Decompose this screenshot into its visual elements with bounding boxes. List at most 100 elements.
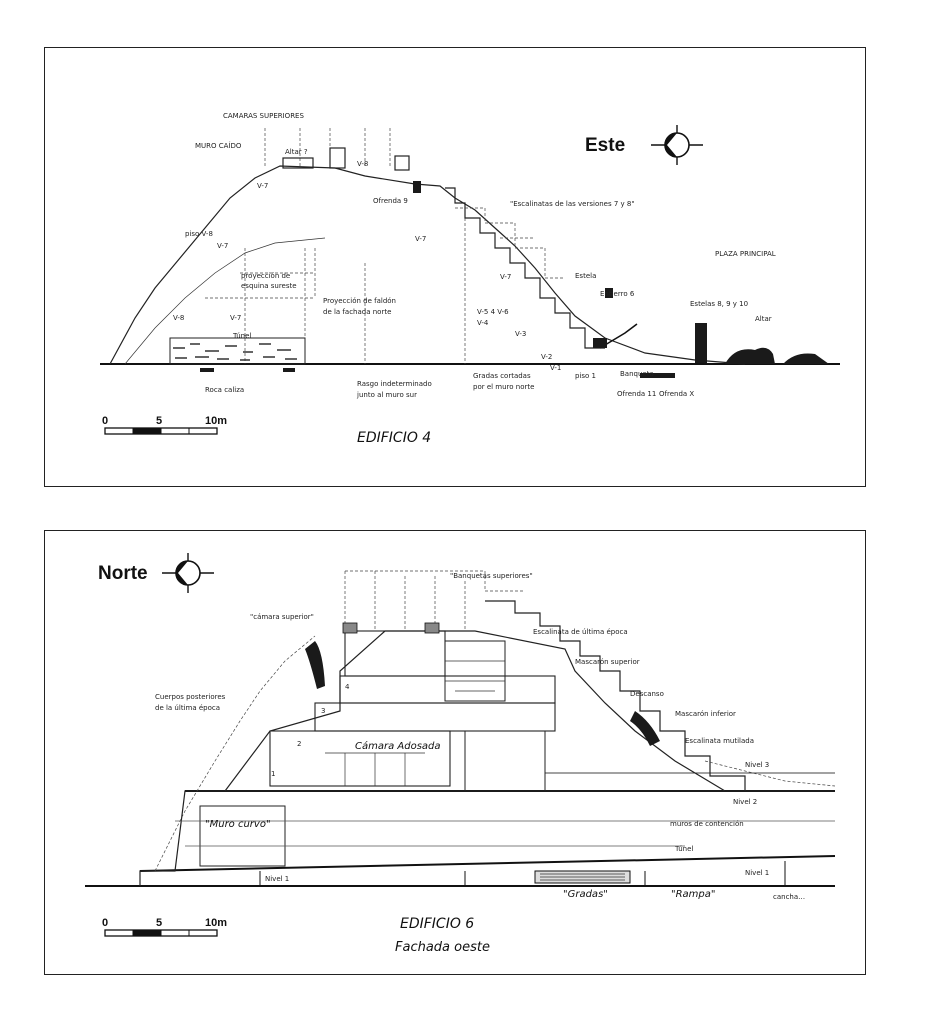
dashed-projections xyxy=(244,218,466,364)
label-proyeccion-esquina-2: esquina sureste xyxy=(241,282,297,290)
compass-arrow-icon xyxy=(162,553,214,593)
label-n3: 3 xyxy=(321,707,325,715)
label-banquetas: "Banquetas superiores" xyxy=(450,572,533,580)
label-proyeccion-faldon-1: Proyección de faldón xyxy=(323,297,396,305)
label-gradas-1: Gradas cortadas xyxy=(473,372,531,380)
label-escalinata: Escalinata de última época xyxy=(533,628,628,636)
lower-stair-body xyxy=(464,730,546,792)
label-rasgo-2: junto al muro sur xyxy=(356,391,417,399)
label-proyeccion-esquina-1: proyección de xyxy=(241,272,290,280)
scale-mid: 5 xyxy=(156,415,162,427)
label-escalinata-mutilada: Escalinata mutilada xyxy=(685,737,754,745)
camara-adosada-grid xyxy=(325,752,425,786)
label-ofrenda9: Ofrenda 9 xyxy=(373,197,408,205)
caption-edificio-6: EDIFICIO 6 xyxy=(400,916,474,932)
label-v2: V-2 xyxy=(541,353,552,361)
label-ofrenda-x: Ofrenda X xyxy=(659,390,694,398)
label-mascaron-inf: Mascarón inferior xyxy=(675,710,736,718)
dashed-esquina xyxy=(205,248,316,299)
label-v4: V-4 xyxy=(477,319,489,327)
roca-mark-2 xyxy=(283,368,295,372)
label-n2: 2 xyxy=(297,740,301,748)
label-nivel3: Nivel 3 xyxy=(745,761,769,769)
label-entierro6: Entierro 6 xyxy=(600,290,635,298)
label-v7-left: V-7 xyxy=(217,242,228,250)
label-tunel: Túnel xyxy=(674,845,693,853)
label-v7-mid: V-7 xyxy=(415,235,426,243)
escalinata-mutilada-dash xyxy=(704,760,836,787)
label-v7-right: V-7 xyxy=(500,273,511,281)
caption-edificio-4: EDIFICIO 4 xyxy=(357,430,431,446)
label-norte: Norte xyxy=(98,563,148,584)
label-banqueta: Banqueta xyxy=(620,370,654,378)
label-piso-v8: piso V-8 xyxy=(185,230,213,238)
label-nivel1-right: Nivel 1 xyxy=(745,869,769,877)
stair-steps xyxy=(445,660,505,692)
label-rasgo-1: Rasgo indeterminado xyxy=(357,380,432,388)
label-cuerpos-2: de la última época xyxy=(155,704,220,712)
edificio-6-drawing: "Banquetas superiores" "cámara superior"… xyxy=(85,553,836,955)
label-n1: 1 xyxy=(271,770,275,778)
entierro-pointer xyxy=(599,323,638,349)
label-este: Este xyxy=(585,135,625,156)
label-nivel1-left: Nivel 1 xyxy=(265,875,289,883)
figure-edificio-4: CAMARAS SUPERIORES MURO CAÍDO Altar ? V-… xyxy=(44,47,866,487)
camara-marker-2 xyxy=(424,622,440,634)
label-altar-top: Altar ? xyxy=(285,148,308,156)
upper-chamber-lines xyxy=(264,128,391,168)
altar-shape-2 xyxy=(783,353,829,364)
label-rampa: "Rampa" xyxy=(671,889,716,900)
inner-phase-line xyxy=(124,237,326,365)
label-piso1: piso 1 xyxy=(575,372,596,380)
pyramid-outline xyxy=(224,630,726,792)
label-tunel: Túnel xyxy=(232,332,251,340)
scale-bar xyxy=(104,929,218,937)
label-muros-contencion: muros de contención xyxy=(670,820,744,828)
body-3 xyxy=(314,702,556,732)
label-descanso: Descanso xyxy=(630,690,664,698)
ofrenda-marker xyxy=(413,181,421,193)
label-cancha: cancha… xyxy=(773,893,805,901)
mascaron-left xyxy=(305,641,325,689)
label-plaza-principal: PLAZA PRINCIPAL xyxy=(715,250,776,258)
muro-curvo-block xyxy=(199,805,286,867)
stairs-right xyxy=(445,187,605,349)
chamber-block xyxy=(329,147,346,169)
scale-end: 10m xyxy=(205,415,227,427)
label-v8-low: V-8 xyxy=(173,314,184,322)
label-n4: 4 xyxy=(345,683,350,691)
label-roca: Roca caliza xyxy=(205,386,244,394)
label-estelas: Estelas 8, 9 y 10 xyxy=(690,300,748,308)
roca-mark xyxy=(200,368,214,372)
tunnel-masonry xyxy=(169,337,306,365)
stair-body xyxy=(444,640,506,702)
label-ofrenda11: Ofrenda 11 xyxy=(617,390,656,398)
gradas-steps xyxy=(540,873,625,881)
label-muro-caido: MURO CAÍDO xyxy=(195,141,242,150)
label-muro-curvo: "Muro curvo" xyxy=(205,819,271,830)
label-v1: V-1 xyxy=(550,364,561,372)
label-estela: Estela xyxy=(575,272,596,280)
label-cuerpos-1: Cuerpos posteriores xyxy=(155,693,226,701)
caption-fachada-oeste: Fachada oeste xyxy=(395,940,490,955)
cuerpos-posteriores xyxy=(154,635,316,872)
entierro-marker xyxy=(593,338,607,348)
label-escalinatas: "Escalinatas de las versiones 7 y 8" xyxy=(510,200,635,208)
label-v5-4-6: V-5 4 V-6 xyxy=(477,308,509,316)
label-v7-low: V-7 xyxy=(230,314,241,322)
body-4 xyxy=(339,675,556,704)
label-v7-top: V-7 xyxy=(257,182,268,190)
figure-edificio-6: "Banquetas superiores" "cámara superior"… xyxy=(44,530,866,975)
label-gradas-2: por el muro norte xyxy=(473,383,534,391)
scale-zero: 0 xyxy=(102,415,108,427)
mascaron-inferior xyxy=(630,711,660,746)
scale-end: 10m xyxy=(205,917,227,929)
stair-dashes xyxy=(455,207,565,279)
scale-mid: 5 xyxy=(156,917,162,929)
label-mascaron-sup: Mascarón superior xyxy=(575,658,640,666)
estela-marker xyxy=(605,288,613,298)
banqueta-block xyxy=(640,373,675,378)
scale-bar xyxy=(104,427,218,435)
label-gradas: "Gradas" xyxy=(563,889,608,900)
scale-zero: 0 xyxy=(102,917,108,929)
